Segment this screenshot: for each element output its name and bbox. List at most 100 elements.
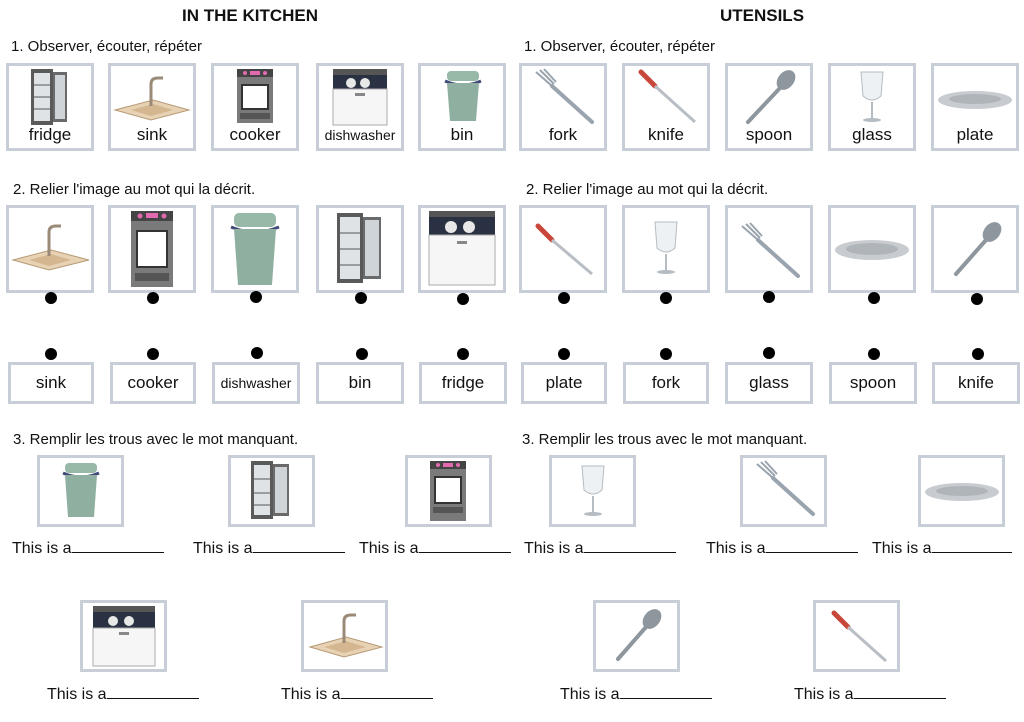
match-image-knife [519,205,607,293]
match-dot-bottom[interactable] [972,348,984,360]
match-dot-bottom[interactable] [868,348,880,360]
vocab-label: fork [548,125,578,144]
match-word-card: dishwasher [212,362,300,404]
fill-blank[interactable] [418,540,511,553]
cooker-icon [131,211,173,287]
vocab-card-bin: bin [418,63,506,151]
fill-image-fork [740,455,827,527]
match-word-card: knife [932,362,1020,404]
match-dot-bottom[interactable] [763,347,775,359]
plate-icon [835,240,909,260]
fill-image-spoon [593,600,680,672]
fill-image-bin [37,455,124,527]
match-image-cooker [108,205,196,293]
match-dot-top[interactable] [763,291,775,303]
sink-icon [113,76,191,121]
sink-icon [308,613,384,658]
fill-sentence: This is a [359,540,511,558]
match-image-sink [6,205,94,293]
utensils-instruction-1: 1. Observer, écouter, répéter [524,38,715,55]
glass-icon [581,465,605,516]
fill-sentence: This is a [794,686,946,704]
match-word-card: fridge [419,362,507,404]
bin-icon [62,463,100,517]
plate-icon [925,483,999,501]
match-image-fridge [316,205,404,293]
match-image-dishwasher [418,205,506,293]
fill-sentence: This is a [12,540,164,558]
match-dot-bottom[interactable] [147,348,159,360]
vocab-label: cooker [229,125,281,144]
spoon-icon [746,70,796,124]
match-dot-top[interactable] [457,293,469,305]
fridge-icon [251,461,289,519]
match-dot-top[interactable] [147,292,159,304]
fill-image-dishwasher [80,600,167,672]
spoon-icon [616,609,662,661]
match-dot-top[interactable] [558,292,570,304]
fill-blank[interactable] [853,686,946,699]
match-dot-bottom[interactable] [660,348,672,360]
utensils-instruction-3: 3. Remplir les trous avec le mot manquan… [522,431,808,448]
bin-icon [444,71,482,121]
cooker-icon [237,69,273,123]
vocab-card-fork: fork [519,63,607,151]
match-word-card: bin [316,362,404,404]
utensils-instruction-2: 2. Relier l'image au mot qui la décrit. [526,181,769,198]
fill-sentence: This is a [524,540,676,558]
kitchen-title: IN THE KITCHEN [182,6,318,25]
sink-icon [11,224,90,271]
fill-sentence: This is a [706,540,858,558]
match-word-card: spoon [829,362,917,404]
bin-icon [230,213,280,285]
match-dot-top[interactable] [660,292,672,304]
match-dot-top[interactable] [250,291,262,303]
fill-blank[interactable] [252,540,345,553]
fridge-icon [31,69,67,125]
fill-blank[interactable] [340,686,433,699]
vocab-card-fridge: fridge [6,63,94,151]
match-dot-top[interactable] [971,293,983,305]
fill-blank[interactable] [71,540,164,553]
vocab-card-sink: sink [108,63,196,151]
fill-blank[interactable] [619,686,712,699]
match-dot-top[interactable] [355,292,367,304]
glass-icon [860,71,884,122]
match-image-fork [725,205,813,293]
knife-icon [831,610,888,663]
fill-sentence: This is a [47,686,199,704]
match-image-plate [828,205,916,293]
glass-icon [654,221,678,274]
utensils-title: UTENSILS [719,6,805,25]
match-dot-bottom[interactable] [45,348,57,360]
kitchen-instruction-1: 1. Observer, écouter, répéter [11,38,202,55]
fill-image-cooker [405,455,492,527]
fill-blank[interactable] [106,686,199,699]
vocab-label: dishwasher [324,127,396,143]
match-word-card: fork [623,362,709,404]
fill-blank[interactable] [765,540,858,553]
vocab-label: knife [648,125,684,144]
fill-image-glass [549,455,636,527]
match-word-card: cooker [110,362,196,404]
fill-image-fridge [228,455,315,527]
fill-sentence: This is a [872,540,1012,558]
fill-sentence: This is a [281,686,433,704]
match-dot-bottom[interactable] [356,348,368,360]
match-image-glass [622,205,710,293]
match-image-spoon [931,205,1019,293]
fork-icon [535,68,594,124]
match-dot-bottom[interactable] [457,348,469,360]
match-dot-top[interactable] [868,292,880,304]
fill-blank[interactable] [931,540,1012,553]
vocab-card-glass: glass [828,63,916,151]
fork-icon [741,222,800,278]
vocab-label: sink [136,125,168,144]
match-dot-bottom[interactable] [558,348,570,360]
match-dot-bottom[interactable] [251,347,263,359]
match-dot-top[interactable] [45,292,57,304]
fill-blank[interactable] [583,540,676,553]
plate-icon [938,91,1012,109]
fill-image-knife [813,600,900,672]
match-word-card: sink [8,362,94,404]
